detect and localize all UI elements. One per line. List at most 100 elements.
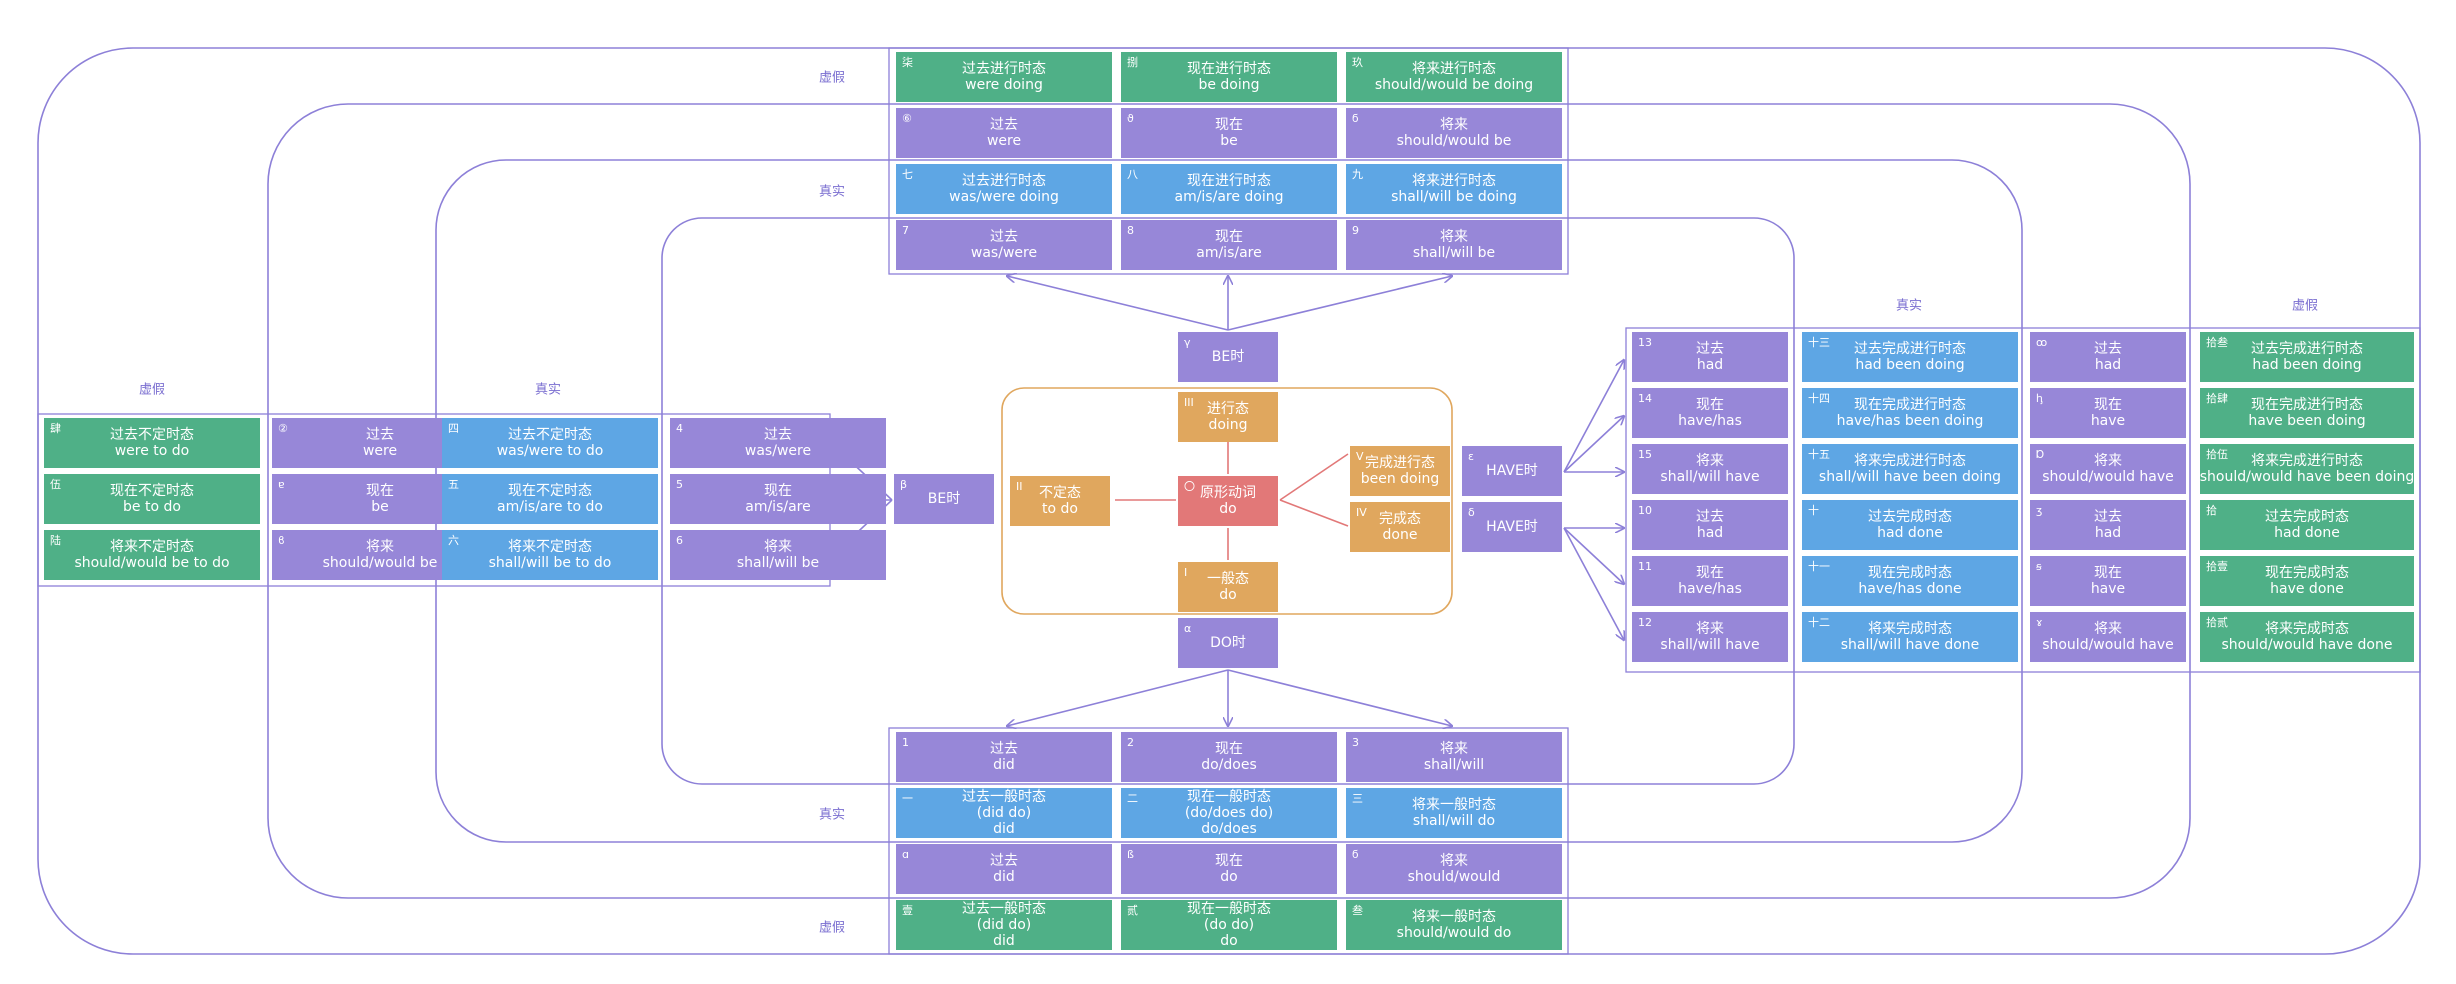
node-tag: 十四 [1808,392,1830,405]
node-text: 将来完成进行时态 [2251,453,2363,469]
node-text: 将来完成进行时态 [1854,453,1966,469]
node-text: have been doing [2248,413,2366,429]
node-text: 现在 [1215,117,1243,133]
node-text: should/would be [1396,133,1512,149]
node-text: should/would be to do [74,555,230,571]
node-text: 将来不定时态 [110,539,194,555]
node-text: 现在一般时态 [1187,901,1271,917]
node-text: be [371,499,389,515]
node-text: be doing [1198,77,1260,93]
node-text: 将来一般时态 [1412,909,1496,925]
node-tag: 七 [902,168,913,181]
node-tag: 10 [1638,504,1652,517]
node-text: did [993,757,1015,773]
node-text: were [362,443,398,459]
node-text: 现在进行时态 [1187,173,1271,189]
node-text: 过去进行时态 [962,61,1046,77]
node-tag: ɤ [2036,616,2043,629]
node-text: 过去 [990,229,1018,245]
node-tag: 四 [448,422,459,435]
node-text: 不定态 [1039,485,1081,501]
node-tag: 拾贰 [2206,616,2228,629]
node-text: should/would have [2042,637,2174,653]
node-tag: 拾伍 [2206,448,2228,461]
node-text: 完成态 [1379,511,1421,527]
node-text: 过去不定时态 [508,427,592,443]
node-text: 现在 [1696,397,1724,413]
bottom-tense-cell: 壹过去一般时态(did do)did [896,900,1112,950]
label-bottom-outer: 虚假 [818,920,846,936]
node-text: (do/does do) [1184,805,1274,821]
node-text: 过去 [2094,509,2122,525]
node-tag: 1 [902,736,909,749]
node-tag: 壹 [902,904,913,917]
node-tag: 一 [902,792,913,805]
node-tag: 11 [1638,560,1652,573]
node-text: shall/will have been doing [1818,469,2002,485]
node-text: 现在 [1215,229,1243,245]
node-text: have [2090,413,2126,429]
node-text: 将来进行时态 [1412,61,1496,77]
node-text: 将来 [1440,853,1468,869]
node-tag: 4 [676,422,683,435]
center-box-border [1001,387,1453,615]
node-text: was/were to do [496,443,604,459]
top-group-border [888,47,1569,275]
node-tag: III [1184,396,1194,409]
node-tag: 12 [1638,616,1652,629]
node-tag: 14 [1638,392,1652,405]
node-text: 将来 [366,539,394,555]
node-tag: I [1184,566,1188,579]
node-tag: γ [1184,336,1191,349]
node-tag: 6 [676,534,683,547]
label-right-inner: 真实 [1895,298,1923,314]
node-tag: V [1356,450,1364,463]
node-tag: δ [1468,506,1475,519]
node-text: BE时 [927,491,961,507]
node-text: 过去 [1696,509,1724,525]
frame-second [267,103,2191,899]
label-top-inner: 真实 [818,184,846,200]
node-text: 过去进行时态 [962,173,1046,189]
node-text: do [1219,501,1237,517]
node-text: 进行态 [1207,401,1249,417]
node-text: shall/will have done [1840,637,1980,653]
node-tag: ꝏ [2036,336,2048,349]
node-text: should/would do [1396,925,1512,941]
bottom-tense-cell: 贰现在一般时态(do do)do [1121,900,1337,950]
node-tag: 〇 [1184,480,1195,493]
node-tag: ϐ [278,534,285,547]
node-text: 现在 [2094,565,2122,581]
bottom-group-border [888,727,1569,955]
node-text: (do do) [1203,917,1255,933]
node-text: 过去 [990,117,1018,133]
node-text: 现在 [366,483,394,499]
node-text: 过去完成时态 [2265,509,2349,525]
node-text: had done [2274,525,2340,541]
node-text: do [1220,869,1238,885]
